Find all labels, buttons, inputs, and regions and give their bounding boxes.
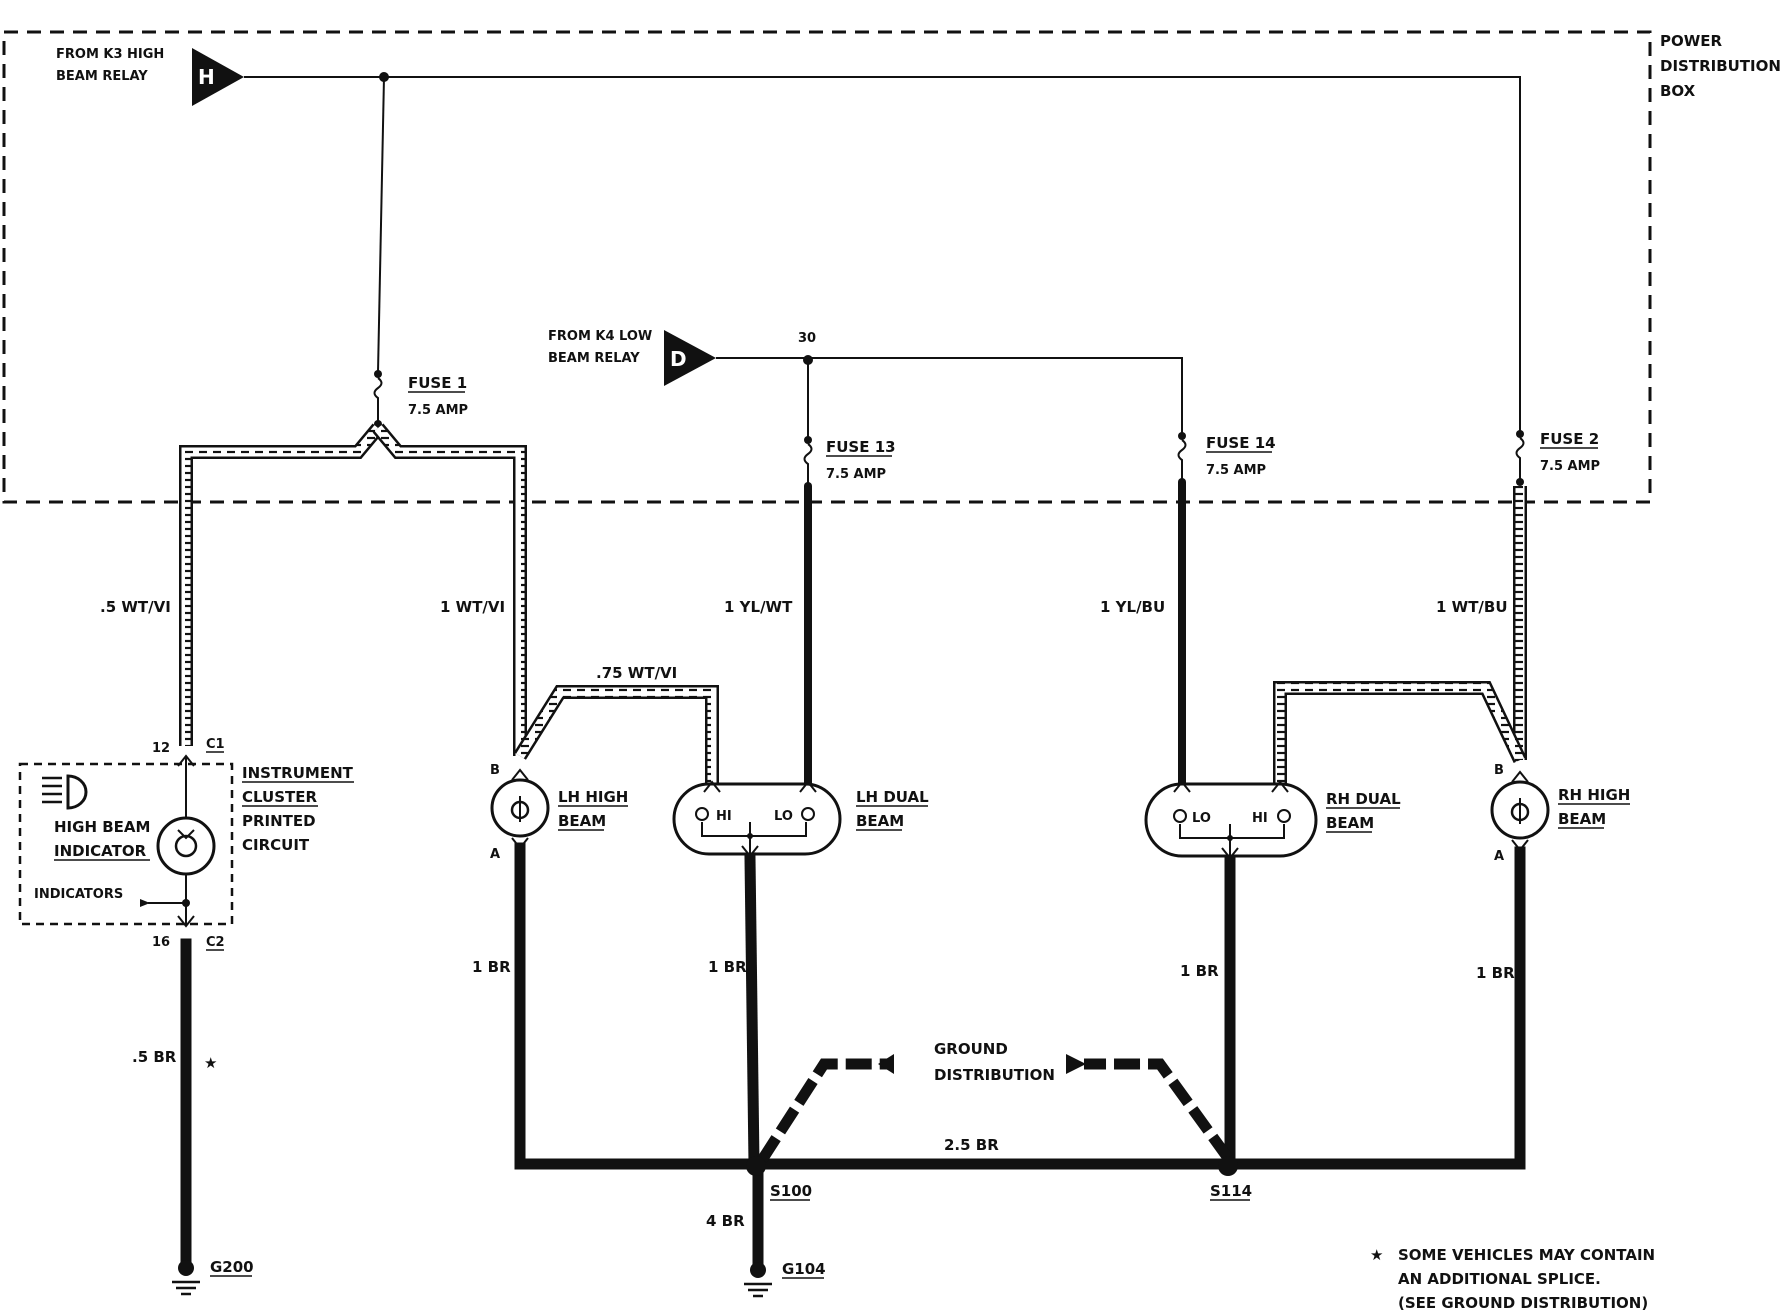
power-distribution-box: POWER DISTRIBUTION BOX xyxy=(2,30,1781,504)
br-label-cluster: .5 BR xyxy=(132,1048,177,1066)
splice-s100-label: S100 xyxy=(770,1182,812,1200)
relay-d-letter: D xyxy=(670,347,687,371)
fuse-2: FUSE 2 7.5 AMP xyxy=(1515,430,1600,486)
rh-dual-beam: LO HI RH DUAL BEAM xyxy=(1144,780,1401,860)
lh-high-pin-b: B xyxy=(490,763,500,778)
rh-high-label-line2: BEAM xyxy=(1558,810,1606,828)
footnote: ★ SOME VEHICLES MAY CONTAIN AN ADDITIONA… xyxy=(1370,1246,1655,1312)
footnote-star-icon: ★ xyxy=(1370,1246,1383,1264)
rh-dual-hi-label: HI xyxy=(1252,811,1268,826)
lh-dual-label-line1: LH DUAL xyxy=(856,788,929,806)
cluster-label-line3: PRINTED xyxy=(242,812,316,830)
k3-label-line2: BEAM RELAY xyxy=(56,69,148,84)
fuse-2-rating: 7.5 AMP xyxy=(1540,459,1600,474)
hatched-wires xyxy=(179,423,1527,786)
relay-d-terminal-icon xyxy=(664,330,716,386)
high-beam-headlight-icon xyxy=(42,774,88,810)
splice-s100-dot xyxy=(746,1156,766,1176)
rh-dual-label-line2: BEAM xyxy=(1326,814,1374,832)
footnote-line2: AN ADDITIONAL SPLICE. xyxy=(1398,1270,1601,1288)
pdb-label-line3: BOX xyxy=(1660,82,1696,100)
lh-dual-label-line2: BEAM xyxy=(856,812,904,830)
lh-high-label-line1: LH HIGH xyxy=(558,788,628,806)
ground-wires xyxy=(180,842,1526,1268)
fuse-14: FUSE 14 7.5 AMP xyxy=(1177,432,1276,486)
cluster-conn-c2: C2 xyxy=(206,935,225,950)
cluster-pin-16: 16 xyxy=(152,935,170,950)
fuse-14-rating: 7.5 AMP xyxy=(1206,463,1266,478)
k4-label-line2: BEAM RELAY xyxy=(548,351,640,366)
splice-s114-dot xyxy=(1218,1156,1238,1176)
rh-high-pin-b: B xyxy=(1494,763,1504,778)
rh-high-label-line1: RH HIGH xyxy=(1558,786,1630,804)
lh-high-label-line2: BEAM xyxy=(558,812,606,830)
fuse-13-name: FUSE 13 xyxy=(826,438,896,456)
footnote-line3: (SEE GROUND DISTRIBUTION) xyxy=(1398,1294,1648,1312)
lh-dual-hi-label: HI xyxy=(716,809,732,824)
fuse-1: FUSE 1 7.5 AMP xyxy=(373,370,468,428)
pdb-label-line1: POWER xyxy=(1660,32,1723,50)
br-label-rh-dual: 1 BR xyxy=(1180,962,1219,980)
instrument-cluster: 12 C1 HIGH BEAM INDICATOR INDICATORS INS… xyxy=(18,737,354,951)
wire-label-cluster-feed: .5 WT/VI xyxy=(100,598,171,616)
fuse-13: FUSE 13 7.5 AMP xyxy=(803,436,896,490)
wire-label-rh-high-feed: 1 WT/BU xyxy=(1436,598,1508,616)
footnote-line1: SOME VEHICLES MAY CONTAIN xyxy=(1398,1246,1655,1264)
lh-dual-lo-label: LO xyxy=(774,809,793,824)
br-label-g104: 4 BR xyxy=(706,1212,745,1230)
k4-terminal-30: 30 xyxy=(798,331,816,346)
indicators-label: INDICATORS xyxy=(34,887,123,902)
cluster-label-line4: CIRCUIT xyxy=(242,836,310,854)
k4-low-beam-relay-feed: D FROM K4 LOW BEAM RELAY 30 xyxy=(548,329,1183,442)
ground-g200-label: G200 xyxy=(210,1258,254,1276)
wire-labels: .5 WT/VI 1 WT/VI 1 YL/WT 1 YL/BU 1 WT/BU… xyxy=(100,598,1508,682)
cluster-pin-12: 12 xyxy=(152,741,170,756)
k3-label-line1: FROM K3 HIGH xyxy=(56,47,164,62)
indicator-label-line1: HIGH BEAM xyxy=(54,818,150,836)
star-mark-icon: ★ xyxy=(204,1054,217,1072)
rh-high-beam: B A RH HIGH BEAM xyxy=(1490,763,1630,864)
fuse-13-rating: 7.5 AMP xyxy=(826,467,886,482)
high-beam-indicator-lamp-icon xyxy=(156,816,216,876)
ground-distribution: GROUND DISTRIBUTION S100 S114 xyxy=(770,1040,1252,1201)
k3-bus-splice-dot xyxy=(379,72,389,82)
wire-label-lh-low-feed: 1 YL/WT xyxy=(724,598,793,616)
splice-s114-label: S114 xyxy=(1210,1182,1252,1200)
br-label-lh-dual: 1 BR xyxy=(708,958,747,976)
fuse-1-rating: 7.5 AMP xyxy=(408,403,468,418)
rh-dual-label-line1: RH DUAL xyxy=(1326,790,1401,808)
fuse-1-name: FUSE 1 xyxy=(408,374,467,392)
ground-g104: G104 xyxy=(744,1260,826,1298)
wire-label-lh-dual-hi-feed: .75 WT/VI xyxy=(596,664,677,682)
rh-high-pin-a: A xyxy=(1494,849,1504,864)
indicator-label-line2: INDICATOR xyxy=(54,842,147,860)
br-wire-labels: 1 BR 1 BR 1 BR 1 BR .5 BR ★ 2.5 BR 4 BR xyxy=(132,958,1515,1230)
k3-high-beam-relay-feed: H FROM K3 HIGH BEAM RELAY xyxy=(56,47,1521,432)
lh-dual-beam: HI LO LH DUAL BEAM xyxy=(672,780,929,858)
cluster-label-line1: INSTRUMENT xyxy=(242,764,354,782)
relay-h-terminal-icon xyxy=(192,48,244,106)
rh-dual-lo-label: LO xyxy=(1192,811,1211,826)
ground-distribution-line1: GROUND xyxy=(934,1040,1008,1058)
ground-g200: G200 xyxy=(172,1258,254,1296)
ground-distribution-line2: DISTRIBUTION xyxy=(934,1066,1055,1084)
pdb-label-line2: DISTRIBUTION xyxy=(1660,57,1781,75)
br-label-lh-high: 1 BR xyxy=(472,958,511,976)
wire-label-rh-low-feed: 1 YL/BU xyxy=(1100,598,1165,616)
k4-bus-splice-dot xyxy=(803,355,813,365)
lh-high-pin-a: A xyxy=(490,847,500,862)
relay-h-letter: H xyxy=(198,65,215,89)
ground-g104-label: G104 xyxy=(782,1260,826,1278)
fuse-2-name: FUSE 2 xyxy=(1540,430,1599,448)
cluster-label-line2: CLUSTER xyxy=(242,788,317,806)
fuse-14-name: FUSE 14 xyxy=(1206,434,1276,452)
cluster-conn-c1: C1 xyxy=(206,737,225,752)
wire-label-lh-high-feed: 1 WT/VI xyxy=(440,598,505,616)
br-label-rh-high: 1 BR xyxy=(1476,964,1515,982)
lh-high-beam: B A LH HIGH BEAM xyxy=(490,763,628,862)
solid-yl-wires xyxy=(804,482,1186,784)
br-label-bus: 2.5 BR xyxy=(944,1136,999,1154)
k4-label-line1: FROM K4 LOW xyxy=(548,329,652,344)
